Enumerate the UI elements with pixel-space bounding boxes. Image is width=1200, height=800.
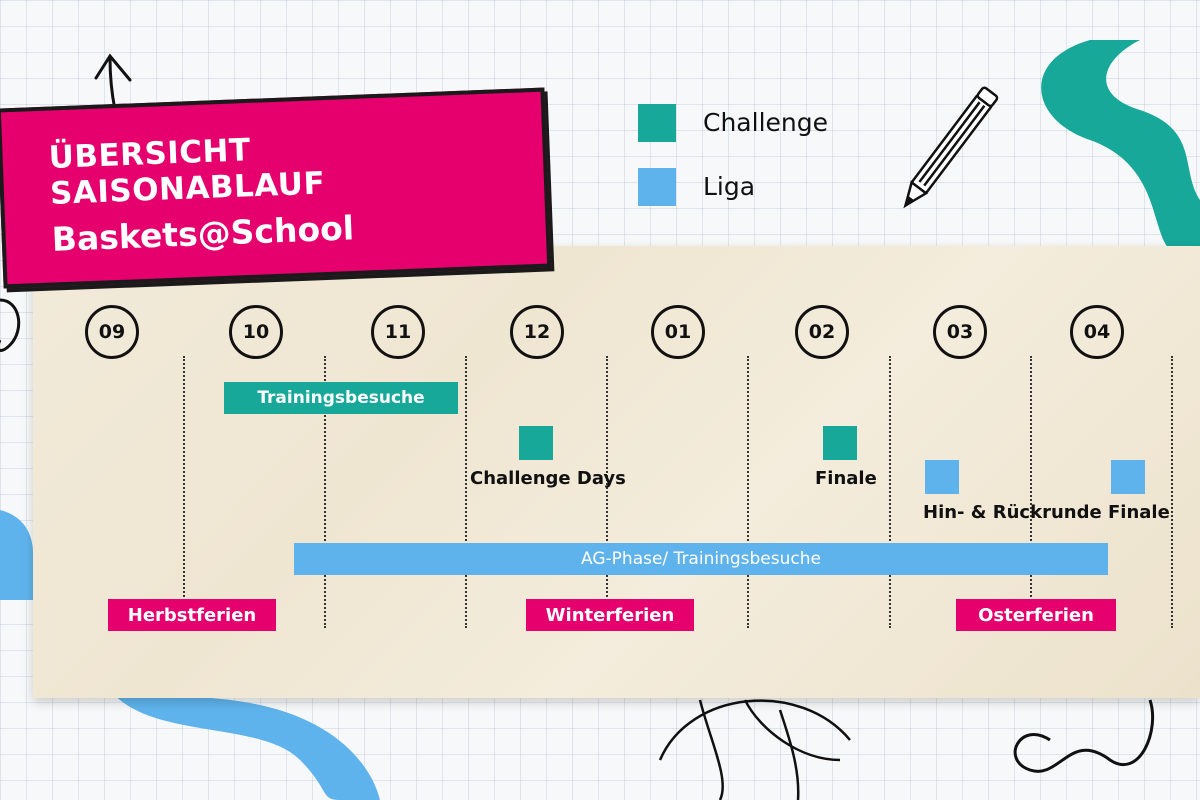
challenge-finale-label: Finale (815, 468, 877, 489)
ag-phase-label: AG-Phase/ Trainingsbesuche (581, 549, 821, 569)
month-circle-03: 03 (933, 305, 987, 359)
month-divider (889, 356, 891, 628)
liga-finale-marker (1111, 460, 1145, 494)
challenge-finale-marker (823, 426, 857, 460)
month-divider (324, 356, 326, 628)
month-circle-04: 04 (1070, 305, 1124, 359)
month-circle-09: 09 (85, 305, 139, 359)
holiday-winterferien-label: Winterferien (545, 604, 675, 626)
holiday-herbstferien-label: Herbstferien (127, 604, 257, 626)
month-circle-10: 10 (229, 305, 283, 359)
blue-swoosh-bottom (110, 690, 380, 800)
holiday-winterferien: Winterferien (526, 599, 694, 631)
liga-rounds-marker (925, 460, 959, 494)
legend-swatch-liga (638, 168, 676, 206)
month-circle-12: 12 (510, 305, 564, 359)
trainingsbesuche-bar: Trainingsbesuche (224, 382, 458, 414)
liga-rounds-label: Hin- & Rückrunde (923, 502, 1102, 523)
month-divider (747, 356, 749, 628)
loop-doodle-bottom (1013, 699, 1155, 773)
month-circle-01: 01 (651, 305, 705, 359)
loop-doodle (0, 298, 21, 352)
page-title: ÜBERSICHT SAISONABLAUF Baskets@School (48, 122, 522, 259)
legend-label-challenge: Challenge (703, 108, 828, 137)
month-circle-11: 11 (371, 305, 425, 359)
month-divider (183, 356, 185, 628)
basketball-icon (658, 699, 851, 800)
month-divider (1030, 356, 1032, 628)
month-divider (1171, 356, 1173, 628)
legend-label-liga: Liga (703, 172, 756, 201)
legend-swatch-challenge (638, 104, 676, 142)
holiday-osterferien-label: Osterferien (978, 604, 1094, 626)
month-divider (606, 356, 608, 628)
month-circle-02: 02 (795, 305, 849, 359)
pencil-icon (903, 86, 999, 209)
ag-phase-bar: AG-Phase/ Trainingsbesuche (294, 543, 1108, 575)
month-divider (465, 356, 467, 628)
holiday-osterferien: Osterferien (956, 599, 1116, 631)
challenge-days-marker (519, 426, 553, 460)
teal-swoosh (1041, 40, 1200, 250)
holiday-herbstferien: Herbstferien (108, 599, 276, 631)
trainingsbesuche-label: Trainingsbesuche (257, 388, 425, 408)
blue-swoosh-left (0, 510, 34, 600)
arrow-up-icon (94, 53, 132, 112)
liga-finale-label: Finale (1108, 502, 1170, 523)
challenge-days-label: Challenge Days (470, 468, 626, 489)
